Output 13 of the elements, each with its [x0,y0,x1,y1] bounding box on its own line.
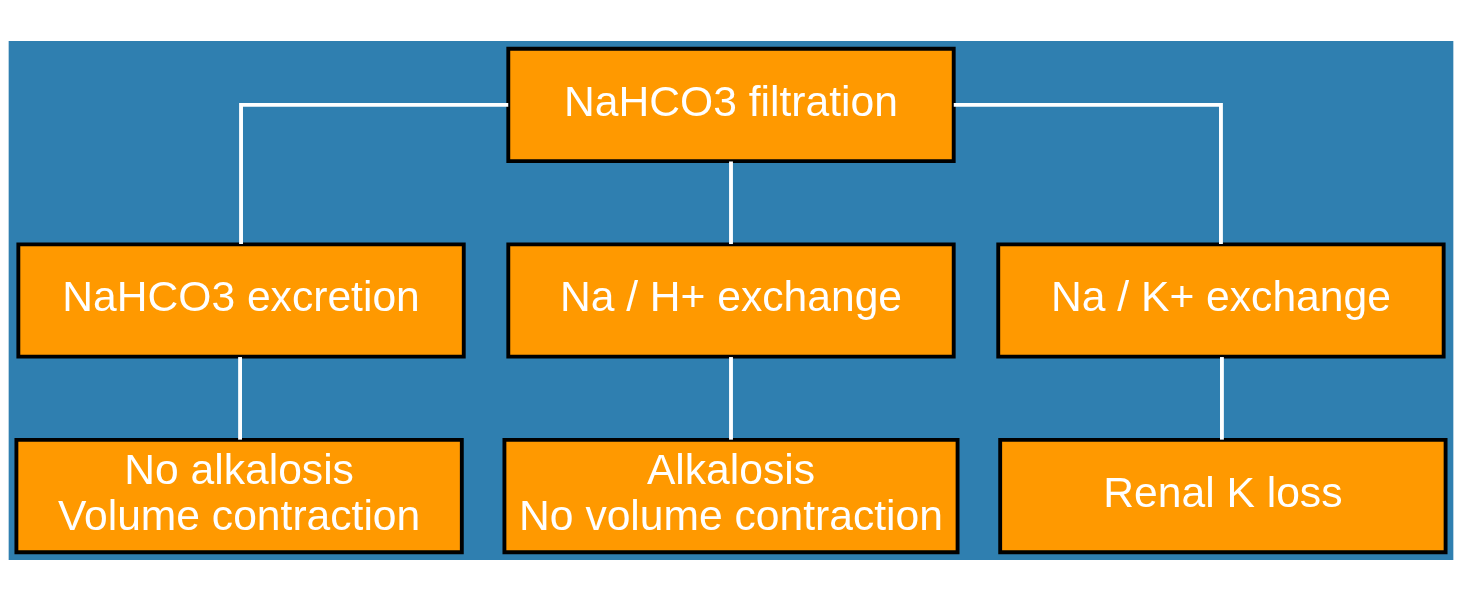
node-box: Na / K+ exchange [996,241,1446,359]
connector [729,160,733,244]
node-box: NaHCO3 excretion [16,241,466,359]
connector [1220,356,1224,440]
node-box: Na / H+ exchange [506,241,956,359]
connector [953,102,1223,244]
connector [238,356,242,440]
node-box: No alkalosis Volume contraction [14,437,464,554]
node-box: Renal K loss [998,437,1448,554]
node-box: NaHCO3 filtration [506,46,956,163]
node-box: Alkalosis No volume contraction [502,437,960,554]
connector [729,356,733,440]
connector [239,102,509,244]
